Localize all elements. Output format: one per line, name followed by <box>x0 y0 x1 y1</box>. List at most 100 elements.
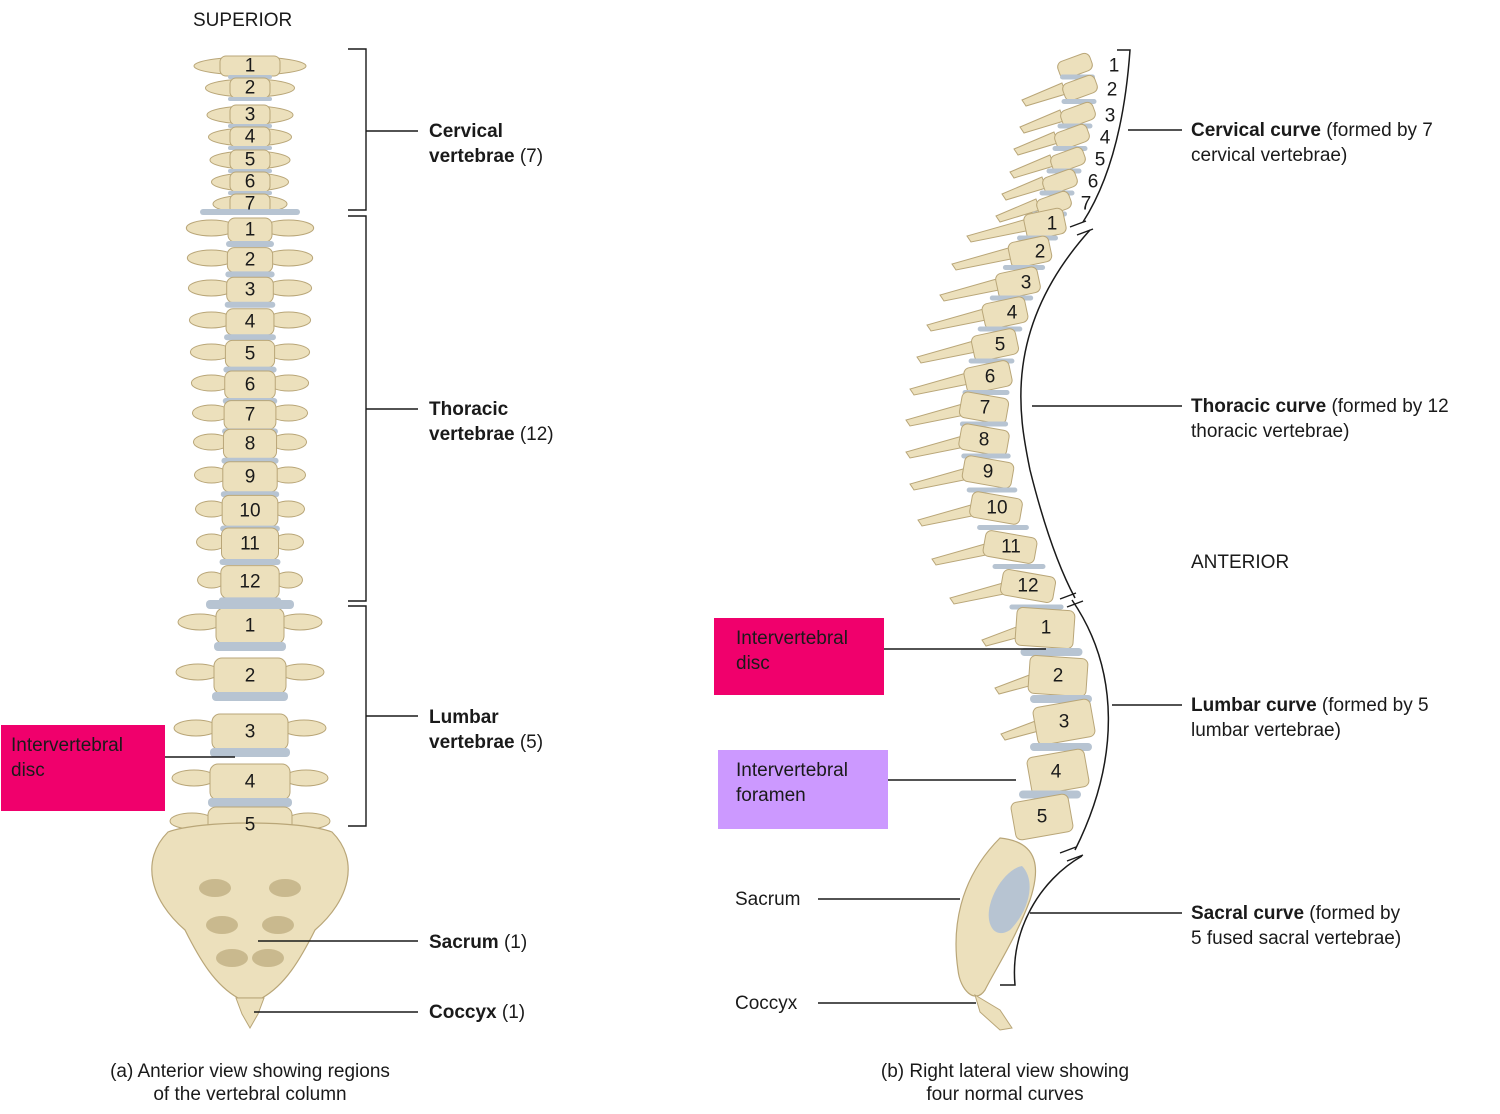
thoracic-number-b: 9 <box>983 462 994 483</box>
lateral-vertebra <box>1057 52 1093 80</box>
sacral-foramen <box>199 879 231 897</box>
sacral-foramen <box>269 879 301 897</box>
cervical-number-a: 2 <box>245 78 256 99</box>
curve-break-tick <box>1076 228 1094 236</box>
curve-break-tick <box>1066 600 1084 608</box>
thoracic-disc <box>224 334 276 341</box>
thoracic-number-b: 7 <box>980 398 991 419</box>
cervical-vertebrae-label: Cervical vertebrae (7) <box>429 121 544 167</box>
cervical-disc <box>228 146 272 150</box>
auricular-surface <box>988 866 1030 934</box>
lumbar-process <box>283 769 329 787</box>
lateral-spine-drawing <box>905 52 1098 1031</box>
cervical-number-b: 4 <box>1100 128 1111 149</box>
disc-t12-l1 <box>206 600 294 609</box>
cervical-number-a: 5 <box>245 150 256 171</box>
lumbar-number-b: 5 <box>1037 807 1048 828</box>
cervical-number-a: 6 <box>245 172 256 193</box>
thoracic-number-a: 2 <box>245 250 256 271</box>
thoracic-number-a: 4 <box>245 312 256 333</box>
lateral-vertebra <box>969 491 1023 525</box>
lateral-vertebra <box>1060 101 1096 129</box>
lumbar-process <box>277 613 323 631</box>
cervical-number-b: 3 <box>1105 106 1116 127</box>
lumbar-curve-bracket <box>1071 599 1110 851</box>
thoracic-number-b: 5 <box>995 335 1006 356</box>
thoracic-disc <box>226 241 274 247</box>
lumbar-bracket <box>348 605 367 827</box>
lumbar-process <box>171 769 217 787</box>
thoracic-number-b: 2 <box>1035 242 1046 263</box>
spinous-process <box>1001 176 1047 201</box>
curve-break-tick <box>1059 846 1077 854</box>
thoracic-disc <box>219 559 281 565</box>
cervical-number-a: 7 <box>245 194 256 215</box>
lumbar-number-b: 3 <box>1059 712 1070 733</box>
thoracic-number-a: 6 <box>245 375 256 396</box>
lumbar-disc <box>214 642 286 651</box>
thoracic-disc <box>225 271 275 278</box>
lateral-vertebra <box>999 569 1057 603</box>
thoracic-number-a: 12 <box>239 572 260 593</box>
lateral-vertebra <box>961 455 1015 489</box>
thoracic-curve-label: Thoracic curve (formed by 12 thoracic ve… <box>1191 396 1449 442</box>
sacral-curve-bracket <box>1000 855 1083 986</box>
lumbar-disc <box>212 692 288 701</box>
spinous-process <box>1019 109 1065 134</box>
thoracic-number-b: 10 <box>986 498 1007 519</box>
lumbar-process <box>281 719 327 737</box>
lumbar-number-a: 1 <box>245 616 256 637</box>
coccyx-a <box>235 997 265 1030</box>
lateral-vertebra <box>1032 698 1096 746</box>
lumbar-curve-label: Lumbar curve (formed by 5 lumbar vertebr… <box>1191 695 1429 741</box>
cervical-curve-bracket <box>1082 49 1131 223</box>
lumbar-number-a: 5 <box>245 815 256 836</box>
cervical-number-b: 1 <box>1109 56 1120 77</box>
thoracic-number-a: 7 <box>245 405 256 426</box>
cervical-number-b: 6 <box>1088 172 1099 193</box>
spinous-process <box>1013 131 1059 156</box>
lateral-vertebra <box>1007 235 1053 269</box>
lateral-vertebra <box>958 423 1010 457</box>
cervical-bracket <box>348 48 367 211</box>
thoracic-vertebrae-label: Thoracic vertebrae (12) <box>429 399 554 445</box>
lateral-vertebra <box>971 328 1019 362</box>
thoracic-number-b: 11 <box>1001 537 1021 558</box>
cervical-disc <box>228 97 272 101</box>
thoracic-number-b: 1 <box>1047 214 1058 235</box>
thoracic-number-a: 8 <box>245 434 256 455</box>
disc-c7-t1 <box>200 209 300 215</box>
thoracic-number-a: 5 <box>245 344 256 365</box>
sacrum-label-b: Sacrum <box>735 889 801 910</box>
lumbar-process <box>173 719 219 737</box>
coccyx-label-a: Coccyx (1) <box>429 1002 526 1023</box>
cervical-number-b: 5 <box>1095 150 1106 171</box>
sacral-curve-label: Sacral curve (formed by 5 fused sacral v… <box>1191 903 1402 949</box>
thoracic-curve-bracket <box>1020 229 1091 599</box>
thoracic-number-a: 9 <box>245 467 256 488</box>
lumbar-disc <box>208 798 292 807</box>
sacrum-a <box>151 822 349 999</box>
lumbar-number-a: 4 <box>245 772 256 793</box>
lumbar-process <box>279 663 325 681</box>
curve-break-tick <box>1066 854 1084 862</box>
thoracic-number-b: 8 <box>979 430 990 451</box>
coccyx-label-b: Coccyx <box>735 993 798 1014</box>
lateral-vertebra <box>1062 74 1098 102</box>
curve-break-tick <box>1059 592 1077 600</box>
thoracic-number-b: 4 <box>1007 303 1018 324</box>
thoracic-number-b: 3 <box>1021 273 1032 294</box>
lumbar-number-a: 2 <box>245 666 256 687</box>
thoracic-number-a: 11 <box>240 534 260 555</box>
cervical-number-a: 1 <box>245 56 256 77</box>
lateral-vertebra <box>1014 606 1076 650</box>
lateral-vertebra <box>963 360 1013 394</box>
curve-break-tick <box>1069 220 1087 228</box>
thoracic-number-a: 10 <box>239 501 260 522</box>
lumbar-process <box>177 613 223 631</box>
